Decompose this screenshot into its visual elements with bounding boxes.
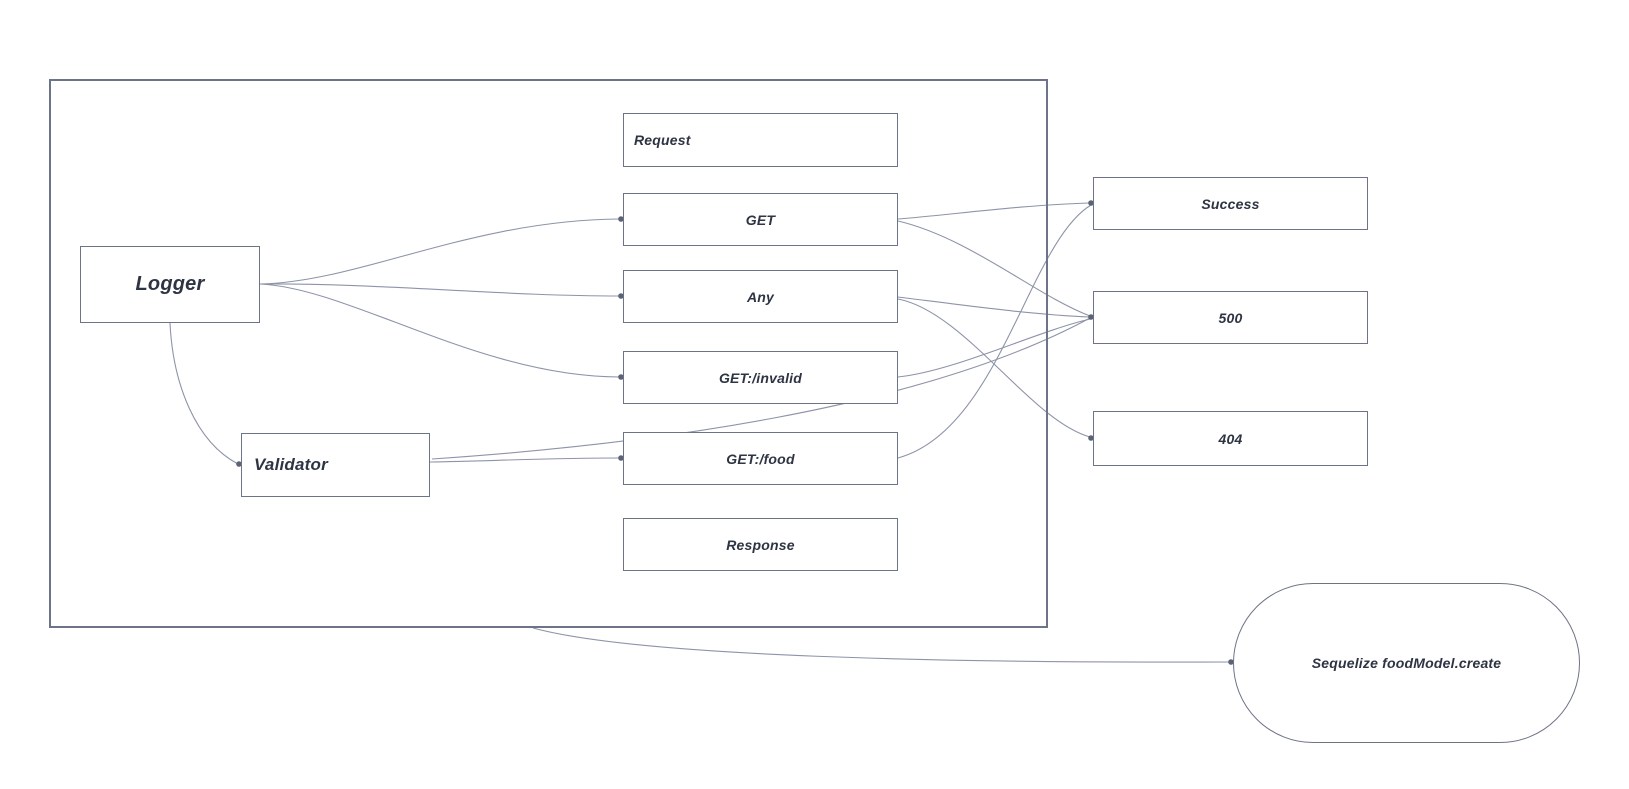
node-500: 500 (1093, 291, 1368, 344)
node-404: 404 (1093, 411, 1368, 466)
node-logger-label: Logger (135, 273, 205, 295)
edge-container-to-sequelize (532, 627, 1231, 663)
node-response: Response (623, 518, 898, 571)
node-logger: Logger (80, 246, 260, 323)
node-any-label: Any (746, 288, 775, 305)
node-response-label: Response (726, 536, 795, 553)
node-get: GET (623, 193, 898, 246)
node-404-label: 404 (1218, 430, 1243, 447)
node-validator: Validator (241, 433, 430, 497)
node-validator-label: Validator (254, 455, 328, 474)
node-success-label: Success (1201, 195, 1260, 212)
node-get-food: GET:/food (623, 432, 898, 485)
node-success: Success (1093, 177, 1368, 230)
node-request: Request (623, 113, 898, 167)
node-get-invalid-label: GET:/invalid (718, 369, 803, 386)
node-any: Any (623, 270, 898, 323)
node-sequelize-label: Sequelize foodModel.create (1311, 655, 1502, 671)
node-get-food-label: GET:/food (726, 450, 795, 467)
node-get-invalid: GET:/invalid (623, 351, 898, 404)
node-get-label: GET (745, 211, 776, 228)
request-pipeline-container (49, 79, 1048, 628)
node-500-label: 500 (1218, 309, 1243, 326)
node-sequelize-foodmodel-create: Sequelize foodModel.create (1233, 583, 1580, 743)
node-request-label: Request (634, 132, 691, 148)
